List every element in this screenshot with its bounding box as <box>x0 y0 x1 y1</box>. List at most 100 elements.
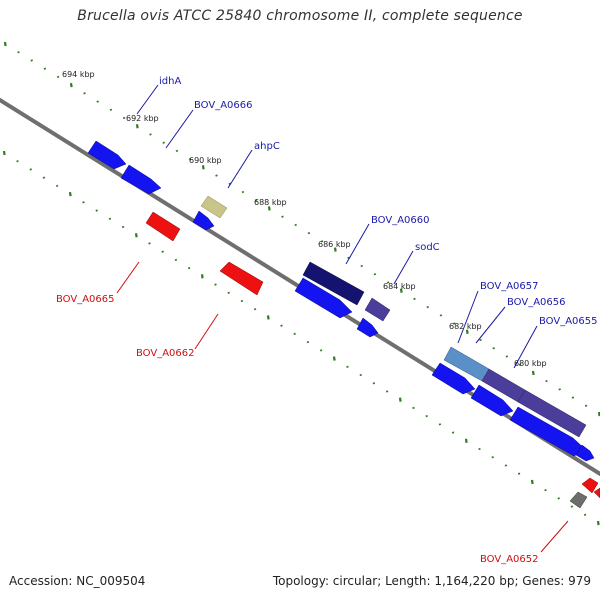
minor-tick <box>42 176 46 179</box>
minor-tick <box>359 373 362 377</box>
gene-forward-arrow[interactable] <box>294 277 353 319</box>
minor-tick <box>227 291 230 294</box>
gene-forward-arrow[interactable] <box>431 362 476 395</box>
gene-feature[interactable] <box>569 491 588 509</box>
minor-tick <box>122 116 126 120</box>
gene-label-BOV_A0666[interactable]: BOV_A0666 <box>194 100 253 111</box>
major-tick <box>68 191 72 197</box>
gene-forward-arrow[interactable] <box>87 140 127 170</box>
minor-tick <box>174 258 178 262</box>
inner-tick-row <box>2 150 600 526</box>
minor-tick <box>505 355 509 358</box>
minor-tick <box>517 472 521 475</box>
major-tick <box>134 233 138 238</box>
gene-reverse-arrow[interactable] <box>145 211 181 242</box>
gene-label-BOV_A0662[interactable]: BOV_A0662 <box>136 348 195 359</box>
minor-tick <box>55 184 59 188</box>
minor-tick <box>492 347 495 350</box>
minor-tick <box>426 305 429 309</box>
major-tick <box>2 150 6 156</box>
major-tick <box>398 397 402 402</box>
scale-label-692: 692 kbp <box>126 114 159 123</box>
map-title: Brucella ovis ATCC 25840 chromosome II, … <box>77 8 523 24</box>
minor-tick <box>293 332 296 336</box>
gene-label-sodC[interactable]: sodC <box>415 242 440 253</box>
major-tick <box>530 479 534 485</box>
minor-tick <box>56 75 60 79</box>
gene-label-BOV_A0657[interactable]: BOV_A0657 <box>480 281 539 292</box>
minor-tick <box>518 363 522 366</box>
minus-gene-labels: BOV_A0665 BOV_A0662 BOV_A0652 <box>56 294 539 565</box>
gene-feature[interactable] <box>302 261 365 306</box>
minor-tick <box>108 217 112 220</box>
gene-forward-arrow[interactable] <box>575 444 595 462</box>
minor-tick <box>214 283 217 286</box>
gene-feature[interactable] <box>364 297 391 322</box>
major-tick <box>332 356 336 361</box>
minor-tick <box>360 264 363 268</box>
gene-forward-arrow[interactable] <box>470 384 514 417</box>
gene-feature[interactable] <box>517 389 587 438</box>
gene-forward-arrow[interactable] <box>356 317 379 338</box>
minor-tick <box>43 67 47 70</box>
gene-label-ahpC[interactable]: ahpC <box>254 141 280 152</box>
minor-tick <box>570 505 574 508</box>
minor-tick <box>109 108 113 111</box>
major-tick <box>266 315 270 320</box>
scale-label-686: 686 kbp <box>318 240 351 249</box>
gene-forward-arrow[interactable] <box>192 210 215 231</box>
gene-label-idhA[interactable]: idhA <box>159 76 181 87</box>
minor-tick <box>346 365 349 368</box>
minor-tick <box>187 266 191 270</box>
minor-tick <box>452 322 456 325</box>
gene-label-BOV_A0665[interactable]: BOV_A0665 <box>56 294 115 305</box>
major-tick <box>200 274 204 279</box>
gene-reverse-arrow[interactable] <box>593 487 600 499</box>
minor-tick <box>149 133 152 136</box>
minor-tick <box>413 297 416 301</box>
minor-tick <box>95 209 98 212</box>
minor-tick <box>188 157 192 161</box>
minor-tick <box>30 59 33 62</box>
minor-tick <box>451 431 455 434</box>
minor-tick <box>425 414 428 418</box>
minor-tick <box>491 456 494 459</box>
gene-reverse-arrow[interactable] <box>219 261 264 296</box>
minor-tick <box>412 406 415 410</box>
minor-tick <box>281 215 284 218</box>
gene-label-BOV_A0656[interactable]: BOV_A0656 <box>507 297 566 308</box>
gene-forward-arrow[interactable] <box>120 164 162 195</box>
minor-tick <box>504 464 508 467</box>
major-tick <box>399 288 403 293</box>
scale-label-684: 684 kbp <box>383 282 416 291</box>
gene-label-BOV_A0660[interactable]: BOV_A0660 <box>371 215 430 226</box>
minor-tick <box>571 396 575 399</box>
scale-label-688: 688 kbp <box>254 198 287 207</box>
minor-tick <box>544 488 547 492</box>
outer-tick-row <box>3 41 600 417</box>
scale-labels: 694 kbp 692 kbp 690 kbp 688 kbp 686 kbp … <box>62 70 547 368</box>
gene-feature[interactable] <box>200 195 228 219</box>
minor-tick <box>241 190 245 194</box>
gene-label-BOV_A0655[interactable]: BOV_A0655 <box>539 316 598 327</box>
minor-tick <box>386 281 390 284</box>
minor-tick <box>373 273 377 276</box>
gene-label-BOV_A0652[interactable]: BOV_A0652 <box>480 554 539 565</box>
minor-tick <box>82 201 85 204</box>
minor-tick <box>583 513 587 516</box>
minor-tick <box>558 388 561 391</box>
major-tick <box>596 520 600 526</box>
minor-tick <box>545 379 548 383</box>
minor-tick <box>121 225 125 229</box>
topology-label: Topology: circular; Length: 1,164,220 bp… <box>272 574 591 588</box>
minor-tick <box>439 314 443 317</box>
minor-tick <box>478 447 481 451</box>
minor-tick <box>320 240 324 243</box>
minor-tick <box>307 231 311 235</box>
minor-tick <box>254 199 258 202</box>
minor-tick <box>29 168 32 171</box>
minor-tick <box>83 92 86 95</box>
major-tick <box>3 41 7 47</box>
gene-reverse-arrow[interactable] <box>581 477 599 494</box>
